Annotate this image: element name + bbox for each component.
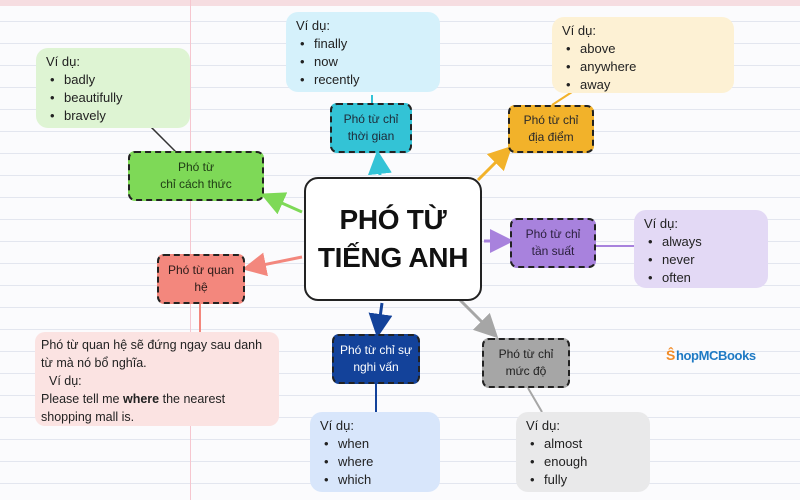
examples-time: Ví dụ: finally now recently [286, 12, 440, 92]
node-time-label: Phó từ chỉ thời gian [343, 112, 399, 143]
arrow-interrogative [368, 302, 393, 338]
node-degree-label: Phó từ chỉ mức độ [498, 347, 554, 378]
node-frequency-label: Phó từ chỉ tần suất [525, 227, 581, 258]
shopmcbooks-logo: Ŝ hopMCBooks [666, 347, 756, 363]
examples-heading: Ví dụ: [526, 418, 560, 433]
note-example-label: Ví dụ: [49, 374, 82, 388]
list-item: often [644, 269, 758, 287]
logo-text: hopMCBooks [675, 347, 756, 363]
arrow-degree [458, 298, 499, 339]
node-place-label: Phó từ chỉ địa điểm [523, 113, 579, 144]
examples-degree: Ví dụ: almost enough fully [516, 412, 650, 492]
logo-mark: Ŝ [666, 347, 675, 363]
list-item: above [562, 40, 724, 58]
list-item: always [644, 233, 758, 251]
node-relative: Phó từ quan hệ [157, 254, 245, 304]
notebook-margin-line [190, 0, 191, 500]
node-time: Phó từ chỉ thời gian [330, 103, 412, 153]
node-place: Phó từ chỉ địa điểm [508, 105, 594, 153]
examples-heading: Ví dụ: [320, 418, 354, 433]
list-item: away [562, 76, 724, 94]
list-item: beautifully [46, 89, 180, 107]
examples-heading: Ví dụ: [296, 18, 330, 33]
arrow-time [367, 150, 392, 176]
note-bold-word: where [122, 392, 160, 406]
examples-frequency: Ví dụ: always never often [634, 210, 768, 288]
list-item: never [644, 251, 758, 269]
node-manner: Phó từ chỉ cách thức [128, 151, 264, 201]
node-interrogative-label: Phó từ chỉ sự nghi vấn [339, 343, 413, 374]
examples-place: Ví dụ: above anywhere away [552, 17, 734, 93]
node-manner-label: Phó từ chỉ cách thức [160, 160, 232, 191]
relative-note: Phó từ quan hệ sẽ đứng ngay sau danh từ … [35, 332, 279, 426]
node-relative-label: Phó từ quan hệ [167, 263, 235, 294]
examples-manner: Ví dụ: badly beautifully bravely [36, 48, 190, 128]
examples-heading: Ví dụ: [46, 54, 80, 69]
examples-interrogative: Ví dụ: when where which [310, 412, 440, 492]
notebook-margin [0, 0, 800, 6]
node-degree: Phó từ chỉ mức độ [482, 338, 570, 388]
arrow-place [476, 145, 513, 182]
list-item: almost [526, 435, 640, 453]
note-line: Phó từ quan hệ sẽ đứng ngay sau danh [41, 338, 263, 352]
central-topic-title: PHÓ TỪ TIẾNG ANH [317, 204, 469, 273]
list-item: enough [526, 453, 640, 471]
node-frequency: Phó từ chỉ tần suất [510, 218, 596, 268]
note-line: từ mà nó bổ nghĩa. [41, 356, 147, 370]
node-interrogative: Phó từ chỉ sự nghi vấn [332, 334, 420, 384]
arrow-manner [260, 192, 303, 215]
note-line: shopping mall is. [41, 410, 135, 424]
list-item: anywhere [562, 58, 724, 76]
examples-heading: Ví dụ: [562, 23, 596, 38]
list-item: finally [296, 35, 430, 53]
list-item: fully [526, 471, 640, 489]
list-item: recently [296, 71, 430, 89]
list-item: now [296, 53, 430, 71]
examples-heading: Ví dụ: [644, 216, 678, 231]
arrow-relative [242, 252, 303, 277]
list-item: bravely [46, 107, 180, 125]
list-item: where [320, 453, 430, 471]
list-item: which [320, 471, 430, 489]
central-topic: PHÓ TỪ TIẾNG ANH [304, 177, 482, 301]
list-item: badly [46, 71, 180, 89]
list-item: when [320, 435, 430, 453]
note-example-sentence: Please tell me where the nearest [41, 392, 226, 406]
